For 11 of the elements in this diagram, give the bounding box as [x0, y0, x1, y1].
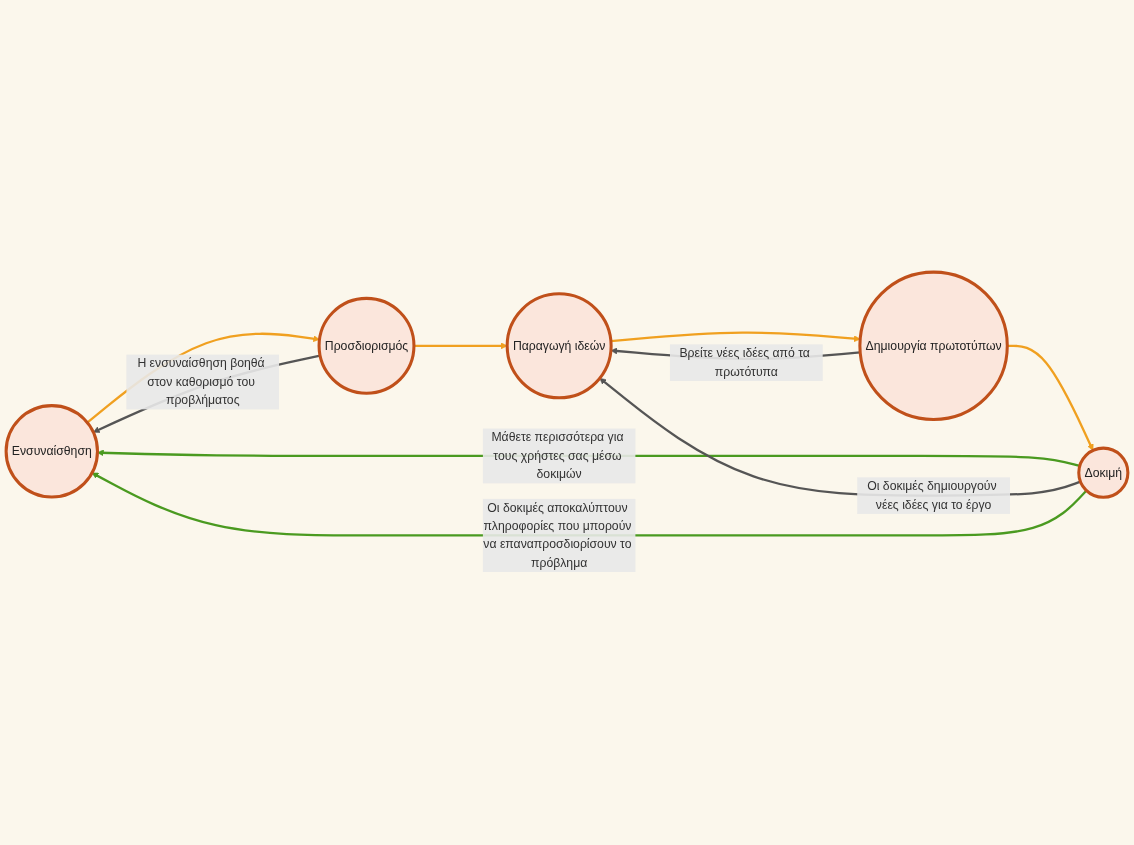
edge-label: Βρείτε νέες ιδέες από τα πρωτότυπα — [679, 347, 810, 379]
edge-label: Οι δοκιμές αποκαλύπτουν πληροφορίες που μπορούν να επαναπροσδιορίσουν το πρόβλημα — [483, 501, 632, 570]
node-circle: Ενσυναίσθηση — [4, 404, 99, 499]
arrow — [91, 473, 1088, 537]
node-circle: Δοκιμή — [1077, 447, 1130, 500]
node-circle: Προσδιορισμός — [317, 297, 416, 396]
edge-label: Οι δοκιμές δημιουργούν νέες ιδέες για το έργο — [867, 480, 997, 512]
edge-label: Η ενσυναίσθηση βοηθά στον καθορισμό του προβλήματος — [137, 357, 265, 407]
edge-label: Μάθετε περισσότερα για τους χρήστες σας μέσω δοκιμών — [491, 431, 624, 481]
node-circle: Δημιουργία πρωτοτύπων — [858, 271, 1009, 422]
node-circle: Παραγωγή ιδεών — [505, 292, 613, 400]
